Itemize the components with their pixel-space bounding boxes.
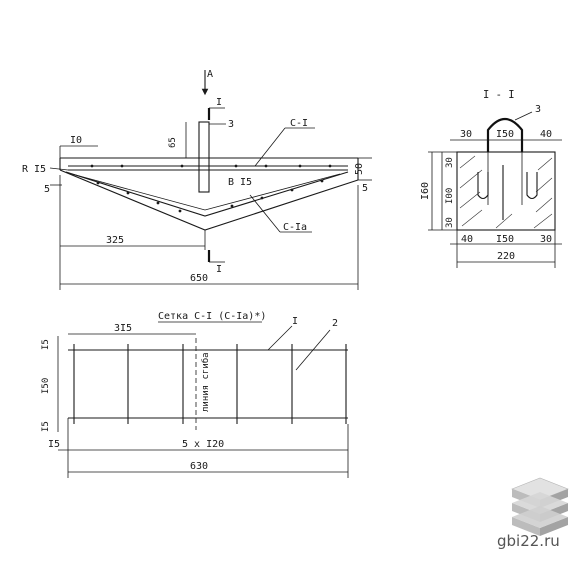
section-dim-30-top: 30 <box>460 129 472 140</box>
section-mark-top: I <box>216 97 222 108</box>
leader-r15 <box>49 167 69 171</box>
dim-325: 325 <box>106 235 124 246</box>
section-hatch <box>459 155 553 229</box>
section-dim-30-bottom: 30 <box>540 234 552 245</box>
section-dim-100: I00 <box>445 188 455 204</box>
section-dim-30-side-bottom: 30 <box>445 217 455 228</box>
u-bar-left <box>477 172 489 200</box>
mesh-leader-2 <box>295 329 331 371</box>
section-loop <box>486 117 524 152</box>
front-view: A I 3 65 C <box>22 69 372 290</box>
lifting-loop <box>198 121 210 193</box>
section-dim-30-side-top: 30 <box>445 157 455 168</box>
bend-line-label: линия сгиба <box>200 352 211 412</box>
section-dim-150-top: I50 <box>496 129 514 140</box>
mesh-dim-15-top: I5 <box>41 339 51 350</box>
section-dim-40-top: 40 <box>540 129 552 140</box>
leader-c1a <box>249 194 281 233</box>
mesh-view: Сетка С-I (С-Iа)*) 3I5 линия сгиба I 2 I… <box>41 311 349 478</box>
callout-c1: C-I <box>290 118 308 129</box>
mesh-dim-5x120: 5 x I20 <box>182 439 224 450</box>
label-b15: B I5 <box>228 177 252 188</box>
dim-65: 65 <box>168 137 178 148</box>
section-outline <box>456 151 556 231</box>
section-dim-150-bottom: I50 <box>496 234 514 245</box>
callout-c1a: C-Ia <box>283 222 307 233</box>
section-mark-bottom: I <box>216 264 222 275</box>
mesh-title: Сетка С-I (С-Iа)*) <box>158 311 266 322</box>
mesh-callout-1: I <box>292 316 298 327</box>
mesh-cross-bars <box>73 344 347 424</box>
mesh-dim-150: I50 <box>41 378 51 394</box>
rebar-c1a-inner <box>71 173 341 211</box>
mesh-dim-630: 630 <box>190 461 208 472</box>
section-dim-40-bottom: 40 <box>461 234 473 245</box>
rebar-c1a <box>65 171 349 217</box>
watermark-site: gbi22.ru <box>497 532 560 550</box>
mesh-dim-15-bottom: I5 <box>41 421 51 432</box>
dim-right-5: 5 <box>362 183 368 194</box>
mesh-leader-1 <box>267 325 293 351</box>
mesh-callout-2: 2 <box>332 318 338 329</box>
arrow-label-a: A <box>207 69 213 80</box>
section-dim-220: 220 <box>497 251 515 262</box>
dim-left-5: 5 <box>44 184 50 195</box>
u-bar-right <box>526 172 538 200</box>
section-leader-3 <box>514 111 533 121</box>
section-title: I - I <box>483 89 515 101</box>
mesh-dim-15-left: I5 <box>48 439 60 450</box>
section-dim-160: I60 <box>420 182 431 200</box>
dim-650: 650 <box>190 273 208 284</box>
callout-3: 3 <box>228 119 234 130</box>
section-view: I - I 3 30 I50 40 <box>420 89 562 268</box>
dim-top-left: I0 <box>70 135 82 146</box>
section-callout-3: 3 <box>535 104 541 115</box>
dim-right-50: 50 <box>354 163 365 175</box>
stacked-slabs-icon <box>511 477 569 536</box>
label-r15: R I5 <box>22 164 46 175</box>
mesh-dim-315: 3I5 <box>114 323 132 334</box>
leader-c1 <box>254 127 286 167</box>
rebar-points <box>90 164 332 213</box>
